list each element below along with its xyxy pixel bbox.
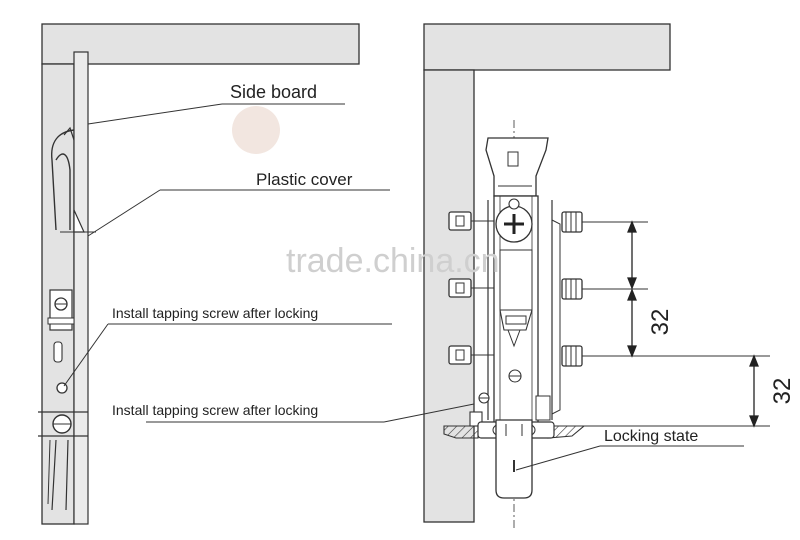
dimension-arrows xyxy=(627,220,759,428)
label-locking-state: Locking state xyxy=(604,428,698,445)
label-plastic-cover: Plastic cover xyxy=(256,170,353,189)
plastic-cover-shape xyxy=(232,106,280,154)
label-side-board: Side board xyxy=(230,82,317,102)
left-hook-clip xyxy=(51,129,75,231)
right-dowels xyxy=(561,211,583,367)
left-panel: Side board Plastic cover Install tapping… xyxy=(38,23,392,525)
right-panel: 32 32 Install tapping screw after lockin… xyxy=(112,23,796,528)
lock-top-cap xyxy=(485,137,549,197)
left-dowels xyxy=(448,211,494,365)
label-install-screw-1: Install tapping screw after locking xyxy=(112,305,318,321)
lock-knob xyxy=(495,419,533,499)
left-thin-plate xyxy=(73,51,89,525)
label-install-screw-2: Install tapping screw after locking xyxy=(112,402,318,418)
watermark-text: trade.china.cn xyxy=(286,242,500,280)
right-top-board xyxy=(423,23,671,71)
bottom-bracket xyxy=(443,425,479,439)
dimension-lower: 32 xyxy=(769,378,796,405)
left-top-board xyxy=(41,23,360,65)
dimension-upper: 32 xyxy=(647,309,674,336)
